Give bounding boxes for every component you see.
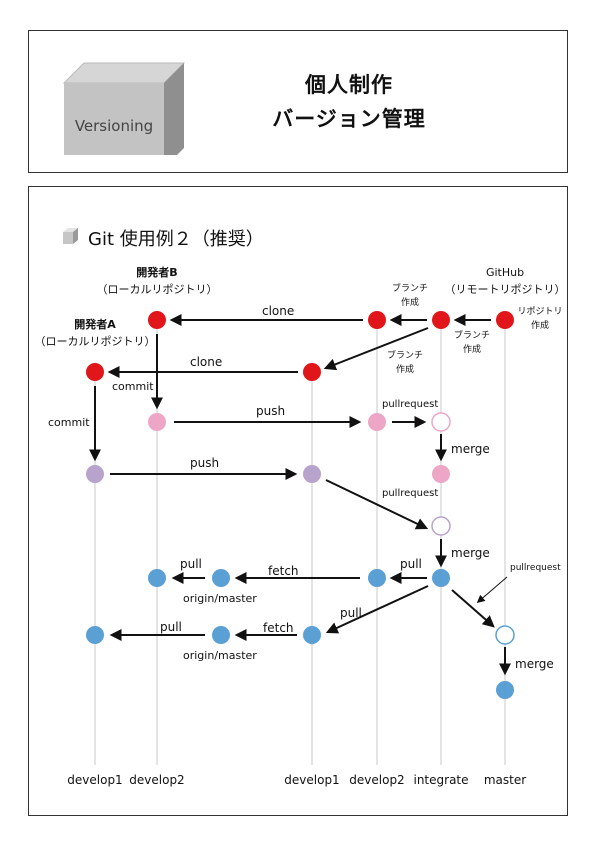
node-master-merge xyxy=(496,681,514,699)
node-dev-a-commit xyxy=(86,465,104,483)
node-develop2-push xyxy=(368,413,386,431)
node-dev-a-clone xyxy=(86,363,104,381)
branch-create-1-label: ブランチ xyxy=(392,282,428,294)
node-integrate-pr1 xyxy=(431,412,451,432)
push-a-label: push xyxy=(190,456,219,470)
push-b-label: push xyxy=(256,404,285,418)
page-title-line2: バージョン管理 xyxy=(272,107,426,131)
branch-create-3-arrow xyxy=(323,327,429,371)
diagram-panel: Git 使用例２（推奨） develop1 develop2 develop1 … xyxy=(28,186,568,816)
lane-label-develop1-a: develop1 xyxy=(67,773,122,787)
node-develop2-pull xyxy=(368,569,386,587)
lane-label-master: master xyxy=(484,773,526,787)
node-dev-b-pull xyxy=(148,569,166,587)
pull-develop1-label: pull xyxy=(340,606,362,620)
dev-a-sub: （ローカルリポジトリ） xyxy=(35,335,156,348)
node-develop1-push xyxy=(303,465,321,483)
node-integrate-merge1 xyxy=(432,465,450,483)
branch-create-1b-label: 作成 xyxy=(401,296,419,308)
node-dev-a-origin-master xyxy=(212,626,230,644)
node-develop1-pull xyxy=(303,626,321,644)
branch-create-2b-label: 作成 xyxy=(463,343,481,355)
fetch-b-label: fetch xyxy=(268,564,299,578)
header-panel: Versioning 個人制作 バージョン管理 xyxy=(28,30,568,173)
merge-3-label: merge xyxy=(515,657,554,671)
node-master-create xyxy=(496,311,514,329)
git-flow-diagram: Git 使用例２（推奨） develop1 develop2 develop1 … xyxy=(35,228,566,787)
lane-label-develop2-remote: develop2 xyxy=(349,773,404,787)
lane-label-develop1-remote: develop1 xyxy=(284,773,339,787)
node-dev-b-origin-master xyxy=(212,569,230,587)
clone-b-label: clone xyxy=(262,304,294,318)
commit-nodes xyxy=(86,311,515,699)
pullrequest-1-label: pullrequest xyxy=(382,399,438,410)
repo-create-2-label: 作成 xyxy=(531,319,549,331)
node-integrate-pr2 xyxy=(431,516,451,536)
pull-develop1-arrow xyxy=(325,585,429,634)
section-title-text: Git 使用例２（推奨） xyxy=(88,229,264,250)
node-dev-b-clone xyxy=(148,311,166,329)
github-name: GitHub xyxy=(486,266,524,279)
branch-create-2-label: ブランチ xyxy=(454,329,490,341)
commit-a-label: commit xyxy=(48,416,90,429)
node-develop1-create xyxy=(303,363,321,381)
dev-a-name: 開発者A xyxy=(74,317,116,331)
dev-b-name: 開発者B xyxy=(136,265,177,279)
merge-2-label: merge xyxy=(451,546,490,560)
branch-create-3-label: ブランチ xyxy=(387,349,423,361)
pull-a-label: pull xyxy=(160,620,182,634)
pullrequest-2-arrow xyxy=(325,479,429,530)
pull-integrate-label: pull xyxy=(400,557,422,571)
section-title: Git 使用例２（推奨） xyxy=(63,228,264,250)
repo-create-1-label: リポジトリ xyxy=(517,306,562,317)
node-integrate-merge2 xyxy=(432,569,450,587)
node-master-pr xyxy=(495,625,515,645)
origin-master-b-label: origin/master xyxy=(183,592,257,605)
node-integrate-create xyxy=(432,311,450,329)
github-sub: （リモートリポジトリ） xyxy=(445,283,566,296)
pullrequest-2-label: pullrequest xyxy=(382,488,438,499)
node-dev-a-pull xyxy=(86,626,104,644)
lane-label-develop2-b: develop2 xyxy=(129,773,184,787)
versioning-cube-icon: Versioning xyxy=(62,62,186,155)
cube-label: Versioning xyxy=(75,117,153,135)
fetch-a-label: fetch xyxy=(263,621,294,635)
merge-1-label: merge xyxy=(451,442,490,456)
lane-label-integrate: integrate xyxy=(413,773,468,787)
pullrequest-3-arrow xyxy=(451,589,495,628)
origin-master-a-label: origin/master xyxy=(183,649,257,662)
node-dev-b-commit xyxy=(148,413,166,431)
pull-b-label: pull xyxy=(180,557,202,571)
branch-create-3b-label: 作成 xyxy=(396,363,414,375)
clone-a-label: clone xyxy=(190,355,222,369)
pullrequest-3-label: pullrequest xyxy=(510,563,561,573)
commit-b-label: commit xyxy=(112,380,154,393)
node-develop2-create xyxy=(368,311,386,329)
page-title-line1: 個人制作 xyxy=(305,73,393,97)
pullrequest-3-callout-arrow xyxy=(476,576,508,604)
dev-b-sub: （ローカルリポジトリ） xyxy=(97,283,218,296)
